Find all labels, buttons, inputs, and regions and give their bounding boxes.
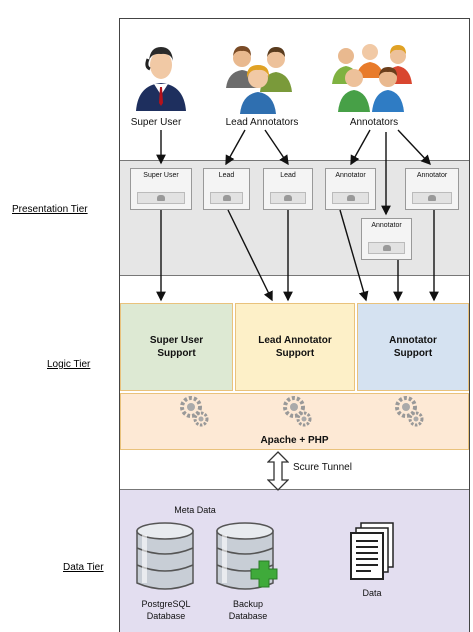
window-annotator-1-body — [332, 192, 369, 204]
annotator-support-label: Annotator Support — [389, 335, 437, 359]
gears-icon — [395, 396, 424, 427]
tunnel-arrow — [267, 451, 289, 491]
gears-icon — [283, 396, 312, 427]
super-user-support-label: Super User Support — [149, 335, 204, 359]
data-label: Data — [362, 588, 382, 598]
window-lead-2: Lead — [263, 168, 313, 210]
backup-database-icon — [216, 522, 278, 590]
tunnel-label: Scure Tunnel — [293, 462, 352, 473]
window-super-user-title: Super User — [143, 172, 179, 179]
data-tier-label: Data Tier — [63, 562, 104, 573]
window-lead-2-title: Lead — [280, 172, 296, 179]
super-user-support-box: Super User Support — [120, 303, 233, 391]
window-annotator-3: Annotator — [361, 218, 412, 260]
window-annotator-2: Annotator — [405, 168, 459, 210]
annotators-label: Annotators — [349, 117, 399, 128]
window-lead-1-title: Lead — [218, 172, 235, 179]
annotator-support-box: Annotator Support — [357, 303, 469, 391]
documents-icon — [350, 522, 394, 580]
server-label: Apache + PHP — [260, 435, 329, 446]
window-annotator-1-title: Annotator — [335, 172, 366, 179]
lead-annotator-support-box: Lead Annotator Support — [235, 303, 355, 391]
window-annotator-2-body — [412, 192, 452, 204]
super-user-icon — [136, 47, 186, 111]
lead-annotators-icon — [226, 46, 292, 114]
meta-data-label: Meta Data — [174, 505, 216, 515]
window-lead-1-body — [210, 192, 243, 204]
presentation-tier-label: Presentation Tier — [12, 204, 88, 215]
window-annotator-2-title: Annotator — [416, 172, 448, 179]
window-lead-2-body — [270, 192, 306, 204]
super-user-label: Super User — [130, 117, 182, 128]
lead-annotators-label: Lead Annotators — [225, 117, 299, 128]
annotators-icon — [332, 44, 412, 112]
window-annotator-3-title: Annotator — [371, 222, 402, 229]
window-annotator-3-body — [368, 242, 405, 254]
server-band — [120, 393, 469, 450]
window-super-user-body — [137, 192, 185, 204]
logic-tier-label: Logic Tier — [47, 359, 91, 370]
lead-annotator-support-label: Lead Annotator Support — [258, 335, 332, 359]
window-super-user: Super User — [130, 168, 192, 210]
backup-label: Backup Database — [228, 599, 268, 621]
window-lead-1: Lead — [203, 168, 250, 210]
window-annotator-1: Annotator — [325, 168, 376, 210]
database-icon — [136, 522, 194, 590]
gears-icon — [180, 396, 209, 427]
postgres-label: PostgreSQL Database — [141, 599, 191, 621]
